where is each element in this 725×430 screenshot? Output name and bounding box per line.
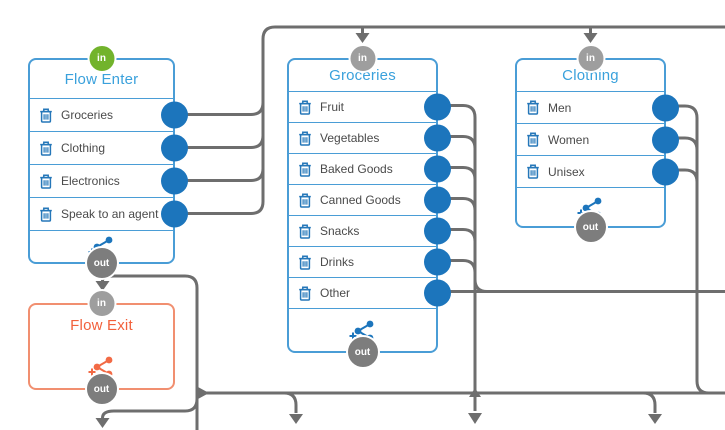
trash-icon[interactable] xyxy=(298,161,312,177)
branch-row[interactable]: Groceries xyxy=(30,98,188,131)
trash-icon[interactable] xyxy=(39,140,53,156)
trash-icon[interactable] xyxy=(298,99,312,115)
node-groceries[interactable]: in Groceries Fruit Vegetables xyxy=(287,44,451,369)
node-clothing[interactable]: in Clothing Men Women xyxy=(515,44,679,244)
branch-row[interactable]: Snacks xyxy=(289,215,451,246)
branch-row[interactable]: Clothing xyxy=(30,131,188,164)
branch-row[interactable]: Women xyxy=(517,123,679,155)
out-port-label: out xyxy=(93,257,110,269)
in-port-label: in xyxy=(97,53,106,64)
in-port-badge[interactable]: in xyxy=(87,289,116,318)
trash-icon[interactable] xyxy=(526,164,540,179)
branch-row[interactable]: Speak to an agent xyxy=(30,197,188,230)
output-port-dot[interactable] xyxy=(424,217,451,245)
in-port-label: in xyxy=(97,298,106,309)
output-port-dot[interactable] xyxy=(424,155,451,183)
output-port-dot[interactable] xyxy=(652,94,679,121)
out-port-label: out xyxy=(582,221,599,233)
node-flow-exit[interactable]: in Flow Exit out xyxy=(28,289,175,406)
output-port-dot[interactable] xyxy=(424,279,451,307)
branch-label: Baked Goods xyxy=(320,162,393,176)
branch-row[interactable]: Drinks xyxy=(289,246,451,277)
out-port-badge[interactable]: out xyxy=(84,246,119,280)
output-port-dot[interactable] xyxy=(424,93,451,121)
node-title: Groceries xyxy=(329,67,396,84)
branch-row[interactable]: Canned Goods xyxy=(289,184,451,215)
trash-icon[interactable] xyxy=(298,192,312,208)
branch-label: Other xyxy=(320,286,351,300)
branch-rows: Fruit Vegetables Baked Goods xyxy=(289,91,451,308)
out-port-label: out xyxy=(93,383,110,395)
branch-row[interactable]: Electronics xyxy=(30,164,188,197)
branch-label: Snacks xyxy=(320,224,360,238)
branch-label: Canned Goods xyxy=(320,193,401,207)
in-port-badge[interactable]: in xyxy=(576,44,605,73)
out-port-badge[interactable]: out xyxy=(345,335,380,369)
branch-label: Fruit xyxy=(320,100,344,114)
output-port-dot[interactable] xyxy=(424,248,451,276)
branch-row[interactable]: Other xyxy=(289,277,451,308)
branch-row[interactable]: Fruit xyxy=(289,91,451,122)
branch-label: Drinks xyxy=(320,255,355,269)
branch-label: Speak to an agent xyxy=(61,207,159,221)
branch-label: Groceries xyxy=(61,108,114,122)
output-port-dot[interactable] xyxy=(161,134,188,162)
trash-icon[interactable] xyxy=(526,100,540,115)
node-title: Clothing xyxy=(562,67,619,84)
node-title: Flow Enter xyxy=(64,70,139,88)
trash-icon[interactable] xyxy=(39,173,53,189)
branch-label: Electronics xyxy=(61,174,120,188)
output-port-dot[interactable] xyxy=(652,126,679,153)
branch-label: Women xyxy=(548,132,590,147)
in-port-label: in xyxy=(358,53,367,64)
branch-label: Men xyxy=(548,100,572,115)
branch-label: Unisex xyxy=(548,164,585,179)
trash-icon[interactable] xyxy=(298,254,312,270)
add-branch-button[interactable] xyxy=(517,187,664,228)
out-port-badge[interactable]: out xyxy=(573,210,608,244)
add-branch-icon xyxy=(576,196,606,220)
in-port-badge[interactable]: in xyxy=(348,44,377,73)
output-port-dot[interactable] xyxy=(424,124,451,152)
trash-icon[interactable] xyxy=(39,206,53,222)
output-port-dot[interactable] xyxy=(161,167,188,195)
branch-row[interactable]: Men xyxy=(517,91,679,123)
branch-row[interactable]: Vegetables xyxy=(289,122,451,153)
trash-icon[interactable] xyxy=(298,130,312,146)
branch-label: Vegetables xyxy=(320,131,380,145)
output-port-dot[interactable] xyxy=(161,101,188,129)
out-port-label: out xyxy=(354,346,371,358)
branch-row[interactable]: Unisex xyxy=(517,155,679,187)
node-flow-enter[interactable]: in Flow Enter Groceries Clothing xyxy=(28,44,188,280)
trash-icon[interactable] xyxy=(298,223,312,239)
trash-icon[interactable] xyxy=(39,107,53,123)
in-port-label: in xyxy=(586,53,595,64)
branch-row[interactable]: Baked Goods xyxy=(289,153,451,184)
output-port-dot[interactable] xyxy=(161,200,188,228)
node-title: Flow Exit xyxy=(70,316,133,334)
trash-icon[interactable] xyxy=(526,132,540,147)
branch-label: Clothing xyxy=(61,141,106,155)
output-port-dot[interactable] xyxy=(652,158,679,185)
output-port-dot[interactable] xyxy=(424,186,451,214)
in-port-badge[interactable]: in xyxy=(87,44,116,73)
branch-rows: Groceries Clothing Electronics xyxy=(30,98,188,230)
out-port-badge[interactable]: out xyxy=(84,372,119,406)
trash-icon[interactable] xyxy=(298,285,312,301)
branch-rows: Men Women Unisex xyxy=(517,91,679,187)
